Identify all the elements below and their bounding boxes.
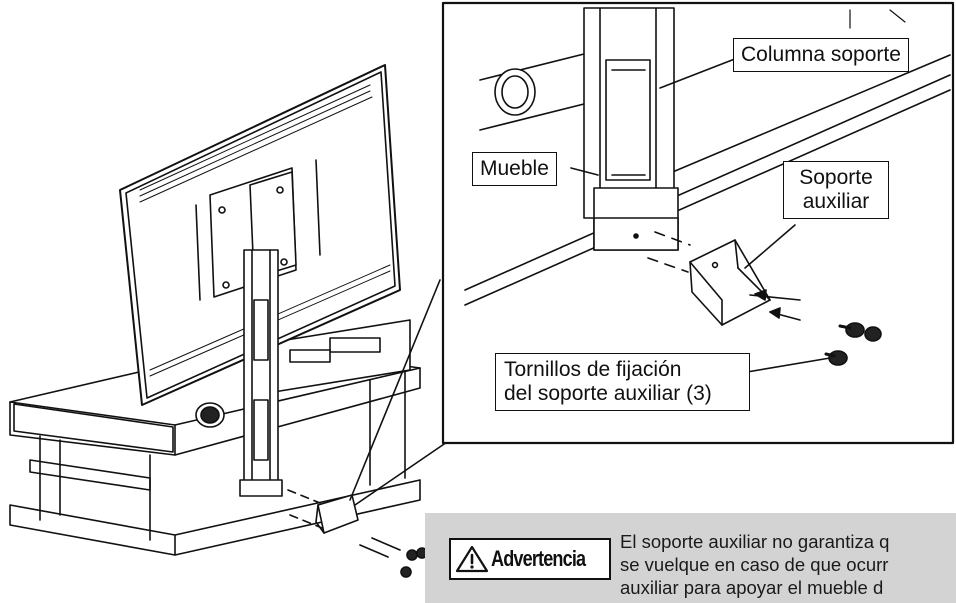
tv-stand-drawing bbox=[9, 64, 428, 578]
warning-panel: Advertencia El soporte auxiliar no garan… bbox=[425, 513, 956, 603]
warning-badge-label: Advertencia bbox=[490, 546, 586, 571]
aux-support-text-2: auxiliar bbox=[802, 190, 870, 214]
warning-text: El soporte auxiliar no garantiza q se vu… bbox=[620, 531, 956, 600]
warning-badge: Advertencia bbox=[449, 538, 611, 580]
warning-line-3: auxiliar para apoyar el mueble d bbox=[620, 577, 884, 598]
assembly-illustration bbox=[9, 1, 955, 578]
screw-icon bbox=[824, 322, 882, 366]
warning-triangle-icon bbox=[455, 545, 488, 573]
screws-label: Tornillos de fijación del soporte auxili… bbox=[495, 353, 750, 412]
furniture-label: Mueble bbox=[472, 152, 557, 187]
screw-icon bbox=[400, 547, 428, 578]
screws-text-1: Tornillos de fijación bbox=[504, 358, 682, 381]
warning-line-1: El soporte auxiliar no garantiza q bbox=[620, 531, 890, 552]
aux-support-text-1: Soporte bbox=[799, 166, 873, 189]
aux-support-label: Soporte auxiliar bbox=[783, 161, 889, 220]
warning-line-2: se vuelque en caso de que ocurr bbox=[620, 554, 889, 575]
furniture-text: Mueble bbox=[480, 157, 549, 180]
support-column-label: Columna soporte bbox=[733, 38, 909, 73]
support-column-text: Columna soporte bbox=[741, 43, 901, 66]
screws-text-2: del soporte auxiliar (3) bbox=[504, 382, 712, 406]
